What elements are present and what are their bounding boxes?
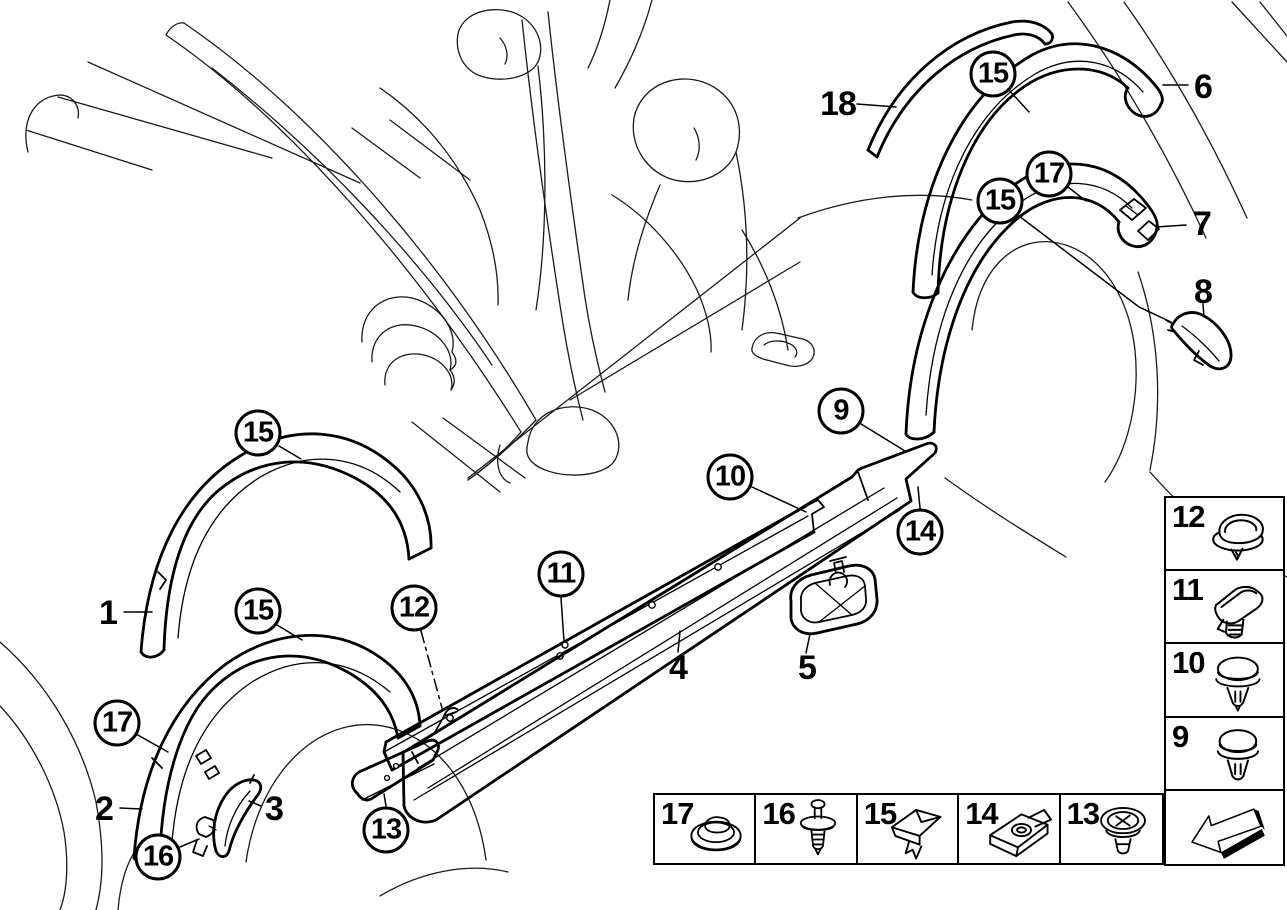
callout-17-arch7[interactable]: 17	[1025, 150, 1073, 198]
legend-cell-13[interactable]: 13	[1061, 795, 1162, 863]
callout-9[interactable]: 9	[817, 387, 865, 435]
expanding-nut-icon	[1214, 586, 1264, 639]
label-7[interactable]: 7	[1193, 205, 1212, 243]
label-2[interactable]: 2	[95, 790, 114, 828]
push-rivet-icon	[1216, 728, 1260, 781]
callout-11[interactable]: 11	[537, 550, 585, 598]
part-1-arch-trim	[139, 432, 433, 659]
label-5[interactable]: 5	[798, 649, 817, 687]
label-8[interactable]: 8	[1194, 273, 1213, 311]
callout-16[interactable]: 16	[134, 833, 182, 881]
fastener-legend-right: 12 11 10	[1164, 496, 1285, 866]
fastener-legend-bottom: 17 16 15	[653, 793, 1164, 865]
callout-15-arch6[interactable]: 15	[969, 50, 1017, 98]
label-4[interactable]: 4	[669, 649, 688, 687]
part-18-strip	[866, 19, 1054, 159]
push-rivet-icon	[1215, 656, 1261, 712]
legend-cell-15[interactable]: 15	[858, 795, 960, 863]
part-8-trim-end	[1165, 311, 1233, 371]
legend-cell-16[interactable]: 16	[756, 795, 858, 863]
label-1[interactable]: 1	[99, 594, 118, 632]
legend-cell-12[interactable]: 12	[1166, 498, 1283, 572]
legend-cell-9[interactable]: 9	[1166, 718, 1283, 791]
direction-arrow-icon	[1191, 808, 1265, 859]
label-6[interactable]: 6	[1194, 68, 1213, 106]
part-4-inner-rail	[382, 499, 825, 772]
callout-10[interactable]: 10	[706, 453, 754, 501]
bracket-clip-icon	[988, 809, 1052, 858]
grommet-icon	[690, 816, 742, 852]
part-3-strip	[192, 774, 263, 859]
legend-cell-14[interactable]: 14	[959, 795, 1061, 863]
callout-15-arch1[interactable]: 15	[234, 409, 282, 457]
part-13-end-piece	[350, 738, 440, 802]
callout-15-arch7[interactable]: 15	[976, 177, 1024, 225]
legend-cell-11[interactable]: 11	[1166, 571, 1283, 645]
callout-14[interactable]: 14	[896, 508, 944, 556]
part-6-arch-trim	[911, 42, 1164, 300]
part-5-bracket	[789, 556, 879, 636]
label-3[interactable]: 3	[265, 790, 284, 828]
callout-12[interactable]: 12	[390, 584, 438, 632]
screw-rivet-icon	[1100, 806, 1146, 855]
label-18[interactable]: 18	[820, 85, 857, 123]
sill-clip-icon	[891, 808, 942, 860]
leader-lines	[119, 84, 1205, 848]
callout-15-arch2[interactable]: 15	[234, 587, 282, 635]
legend-cell-arrow[interactable]	[1166, 791, 1283, 864]
cap-clip-icon	[1212, 513, 1264, 561]
trim-parts	[132, 19, 1233, 865]
legend-cell-17[interactable]: 17	[655, 795, 757, 863]
callout-17-arch2[interactable]: 17	[93, 699, 141, 747]
blind-rivet-icon	[799, 799, 836, 856]
part-4-sill-strip	[401, 441, 938, 824]
callout-13[interactable]: 13	[362, 806, 410, 854]
legend-cell-10[interactable]: 10	[1166, 644, 1283, 718]
part-2-arch-trim	[132, 634, 422, 865]
